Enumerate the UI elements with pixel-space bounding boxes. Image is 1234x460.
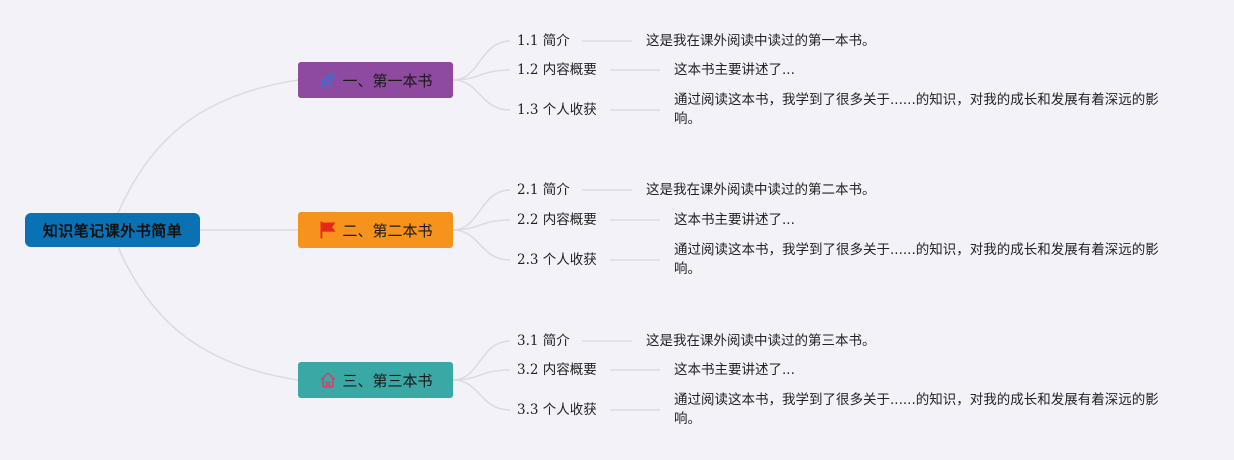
branch-node-2[interactable]: 二、第二本书 (298, 212, 453, 248)
branch-label-3: 三、第三本书 (342, 371, 433, 390)
topic-label[interactable]: 2.1 简介 (517, 182, 570, 198)
topic-label[interactable]: 3.3 个人收获 (517, 402, 597, 418)
topic-text: 这本书主要讲述了... (674, 62, 795, 78)
topic-text: 这是我在课外阅读中读过的第三本书。 (646, 333, 876, 349)
topic-label[interactable]: 3.1 简介 (517, 333, 570, 349)
branch-node-1[interactable]: 一、第一本书 (298, 62, 453, 98)
topic-text: 这是我在课外阅读中读过的第二本书。 (646, 182, 876, 198)
topic-label[interactable]: 1.2 内容概要 (517, 62, 597, 78)
topic-text: 通过阅读这本书，我学到了很多关于......的知识，对我的成长和发展有着深远的影… (674, 242, 1159, 277)
root-node[interactable]: 知识笔记课外书简单 (25, 213, 200, 247)
topic-text: 这本书主要讲述了... (674, 362, 795, 378)
rocket-icon (318, 70, 338, 90)
topic-label[interactable]: 2.3 个人收获 (517, 252, 597, 268)
topic-label[interactable]: 1.1 简介 (517, 33, 570, 49)
branch-label-1: 一、第一本书 (342, 71, 433, 90)
topic-text: 通过阅读这本书，我学到了很多关于......的知识，对我的成长和发展有着深远的影… (674, 392, 1159, 427)
flag-icon (318, 220, 338, 240)
home-icon (318, 370, 338, 390)
branch-label-2: 二、第二本书 (342, 221, 433, 240)
root-label: 知识笔记课外书简单 (42, 221, 183, 240)
topic-text: 这是我在课外阅读中读过的第一本书。 (646, 33, 876, 49)
topic-label[interactable]: 2.2 内容概要 (517, 212, 597, 228)
topic-label[interactable]: 1.3 个人收获 (517, 102, 597, 118)
topic-text: 这本书主要讲述了... (674, 212, 795, 228)
topic-text: 通过阅读这本书，我学到了很多关于......的知识，对我的成长和发展有着深远的影… (674, 92, 1159, 127)
branch-node-3[interactable]: 三、第三本书 (298, 362, 453, 398)
topic-label[interactable]: 3.2 内容概要 (517, 362, 597, 378)
